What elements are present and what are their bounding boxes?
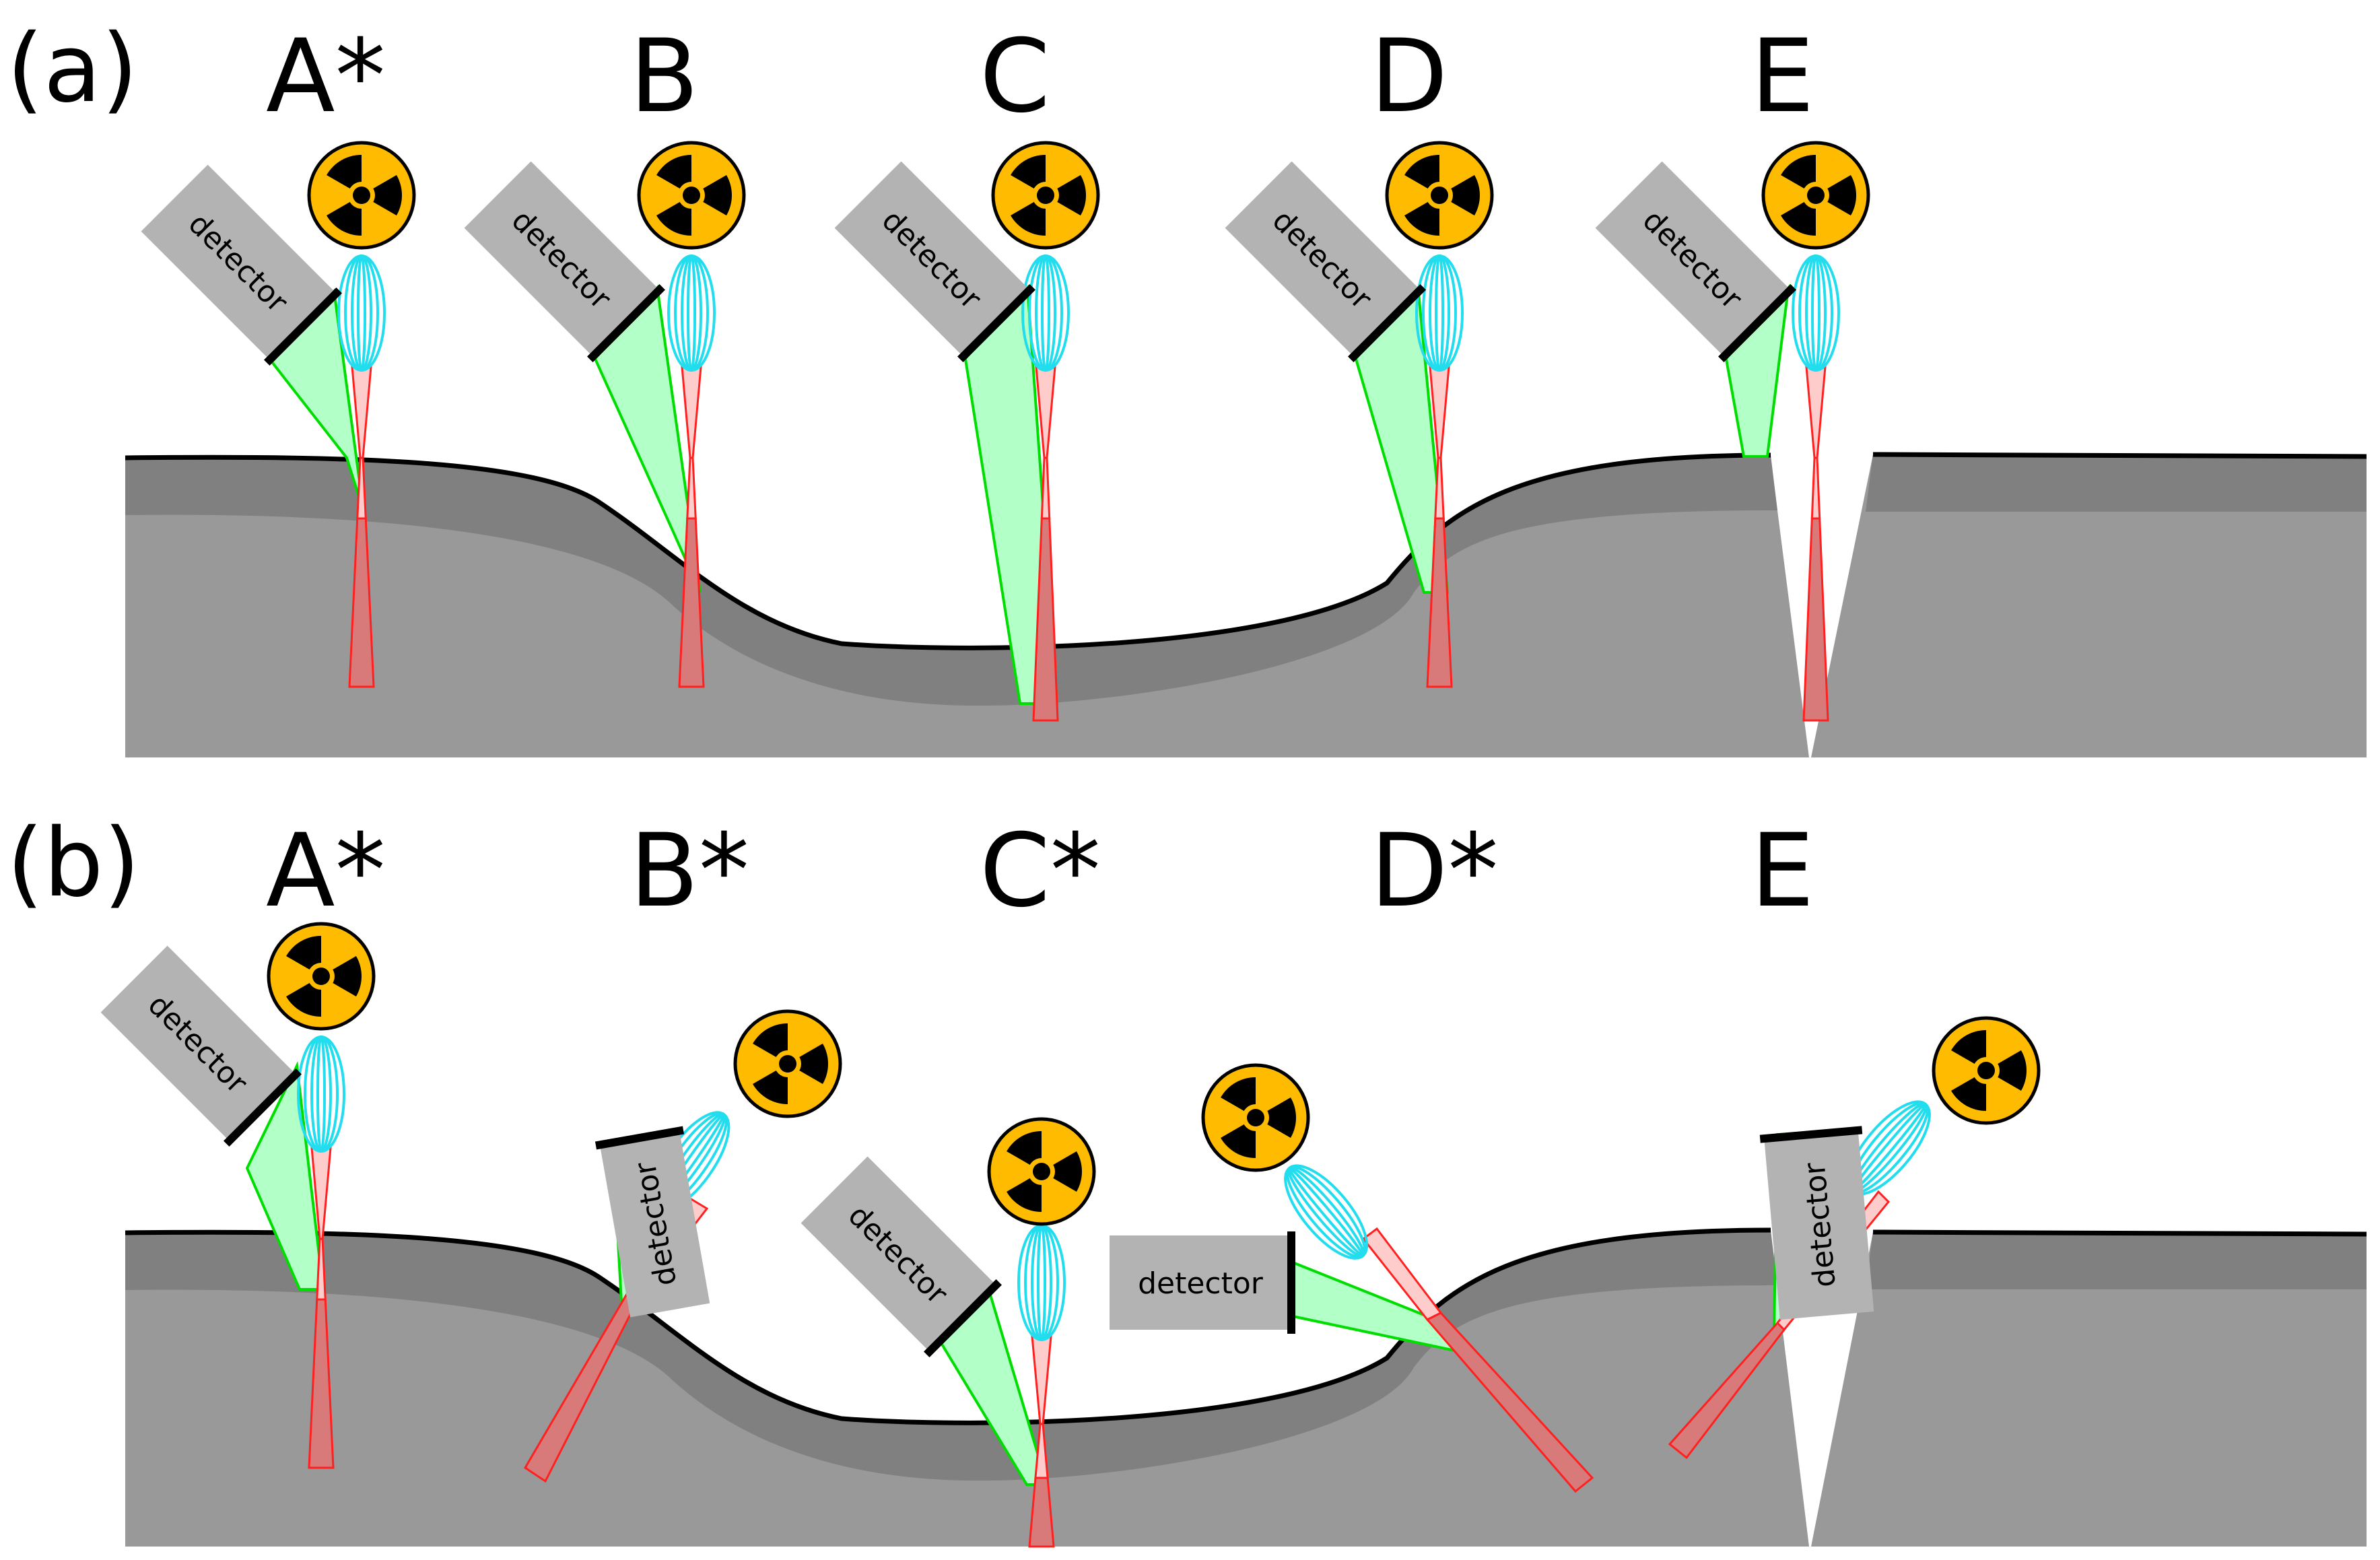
radiation-source-icon [309,143,414,248]
detector-window [1348,284,1426,362]
detector-window [264,287,342,366]
detector-window [957,284,1035,362]
detector-box-icon [464,161,660,357]
x-ray-optic-icon [1415,255,1464,372]
instrument-a-2: detector [464,143,744,688]
position-label-a-5: E [1750,18,1814,135]
radiation-source-icon [1763,143,1868,248]
instrument-b-5: detector [1668,1018,2039,1460]
surface-layer-b-right [1866,1232,2367,1289]
x-ray-optic-icon [337,255,386,372]
beam-in-sample [1426,517,1453,688]
instrument-b-2: detector [523,1011,840,1483]
instrument-a-1: detector [141,143,414,688]
radiation-source-icon [269,924,374,1029]
position-label-b-4: D* [1370,813,1499,930]
position-label-a-3: C [980,18,1050,135]
beam-incoming [681,366,702,459]
detector-box-icon [599,1130,710,1318]
detector-box-icon [1595,161,1791,357]
panel-label-b: (b) [7,809,140,918]
x-ray-optic-icon [1792,255,1840,372]
instrument-b-4: detector [1110,1065,1594,1493]
surface-layer-a-right [1866,454,2367,512]
x-ray-optic-icon [667,255,716,372]
beam-incoming [1031,1335,1052,1425]
beam-in-sample [1802,517,1829,722]
instrument-a-3: detector [834,143,1098,722]
position-label-b-2: B* [630,813,749,930]
detector-window [224,1069,302,1147]
x-ray-optic-icon [297,1036,345,1153]
beam-in-sample [678,517,705,688]
detector-window [1718,284,1796,362]
beam-incoming [1805,366,1827,459]
instrument-a-4: detector [1225,143,1492,688]
detector-window [924,1279,1002,1357]
radiation-source-icon [735,1011,840,1116]
detector-window [594,1126,685,1150]
x-ray-optic-icon [1017,1224,1066,1341]
sample-a-right [1811,454,2367,757]
detector-box-icon [801,1156,996,1352]
detector: detector [1110,1231,1295,1334]
beam-in-sample [1032,517,1059,722]
beam-in-sample [1425,1312,1594,1493]
detector-box-icon [1764,1130,1874,1320]
surface-layer-a [125,455,1777,706]
detector-box-icon [834,161,1030,357]
beam-in-sample [1028,1477,1055,1548]
instrument-a-5: detector [1595,143,1868,722]
surface-layer-b [125,1230,1777,1481]
position-label-b-1: A* [266,813,386,930]
panel-label-a: (a) [7,14,138,124]
beam-air [1040,456,1051,520]
detector: detector [1595,161,1796,362]
position-label-b-3: C* [980,813,1101,930]
position-label-a-1: A* [266,18,386,135]
detector-window [587,284,665,362]
radiation-source-icon [1387,143,1492,248]
position-label-a-4: D [1370,18,1448,135]
beam-in-sample [308,1298,335,1469]
detector-window [1759,1126,1863,1143]
beam-air [686,456,697,520]
detector-box-icon [141,164,337,360]
detector-box-icon [1110,1235,1291,1330]
detector: detector [1759,1126,1874,1320]
radiation-source-icon [1203,1065,1308,1170]
radiation-source-icon [989,1119,1094,1224]
radiation-source-icon [639,143,744,248]
surface-line-a [125,452,1771,650]
beam-in-sample [348,517,375,688]
detector-box-icon [1225,161,1421,357]
detector: detector [801,1156,1002,1357]
sample-b-right [1811,1232,2367,1547]
beam-in-sample [1668,1321,1786,1460]
position-label-a-2: B [630,18,699,135]
detector-label: detector [1138,1266,1264,1301]
panel-a [125,452,2367,757]
radiation-source-icon [1934,1018,2039,1123]
beam-air [1810,456,1821,520]
detector: detector [594,1126,710,1318]
position-label-b-5: E [1750,813,1814,930]
radiation-source-icon [993,143,1098,248]
detector-box-icon [100,945,296,1141]
surface-line-b [125,1227,1771,1425]
x-ray-optic-icon [1021,255,1070,372]
instrument-b-3: detector [801,1119,1094,1548]
